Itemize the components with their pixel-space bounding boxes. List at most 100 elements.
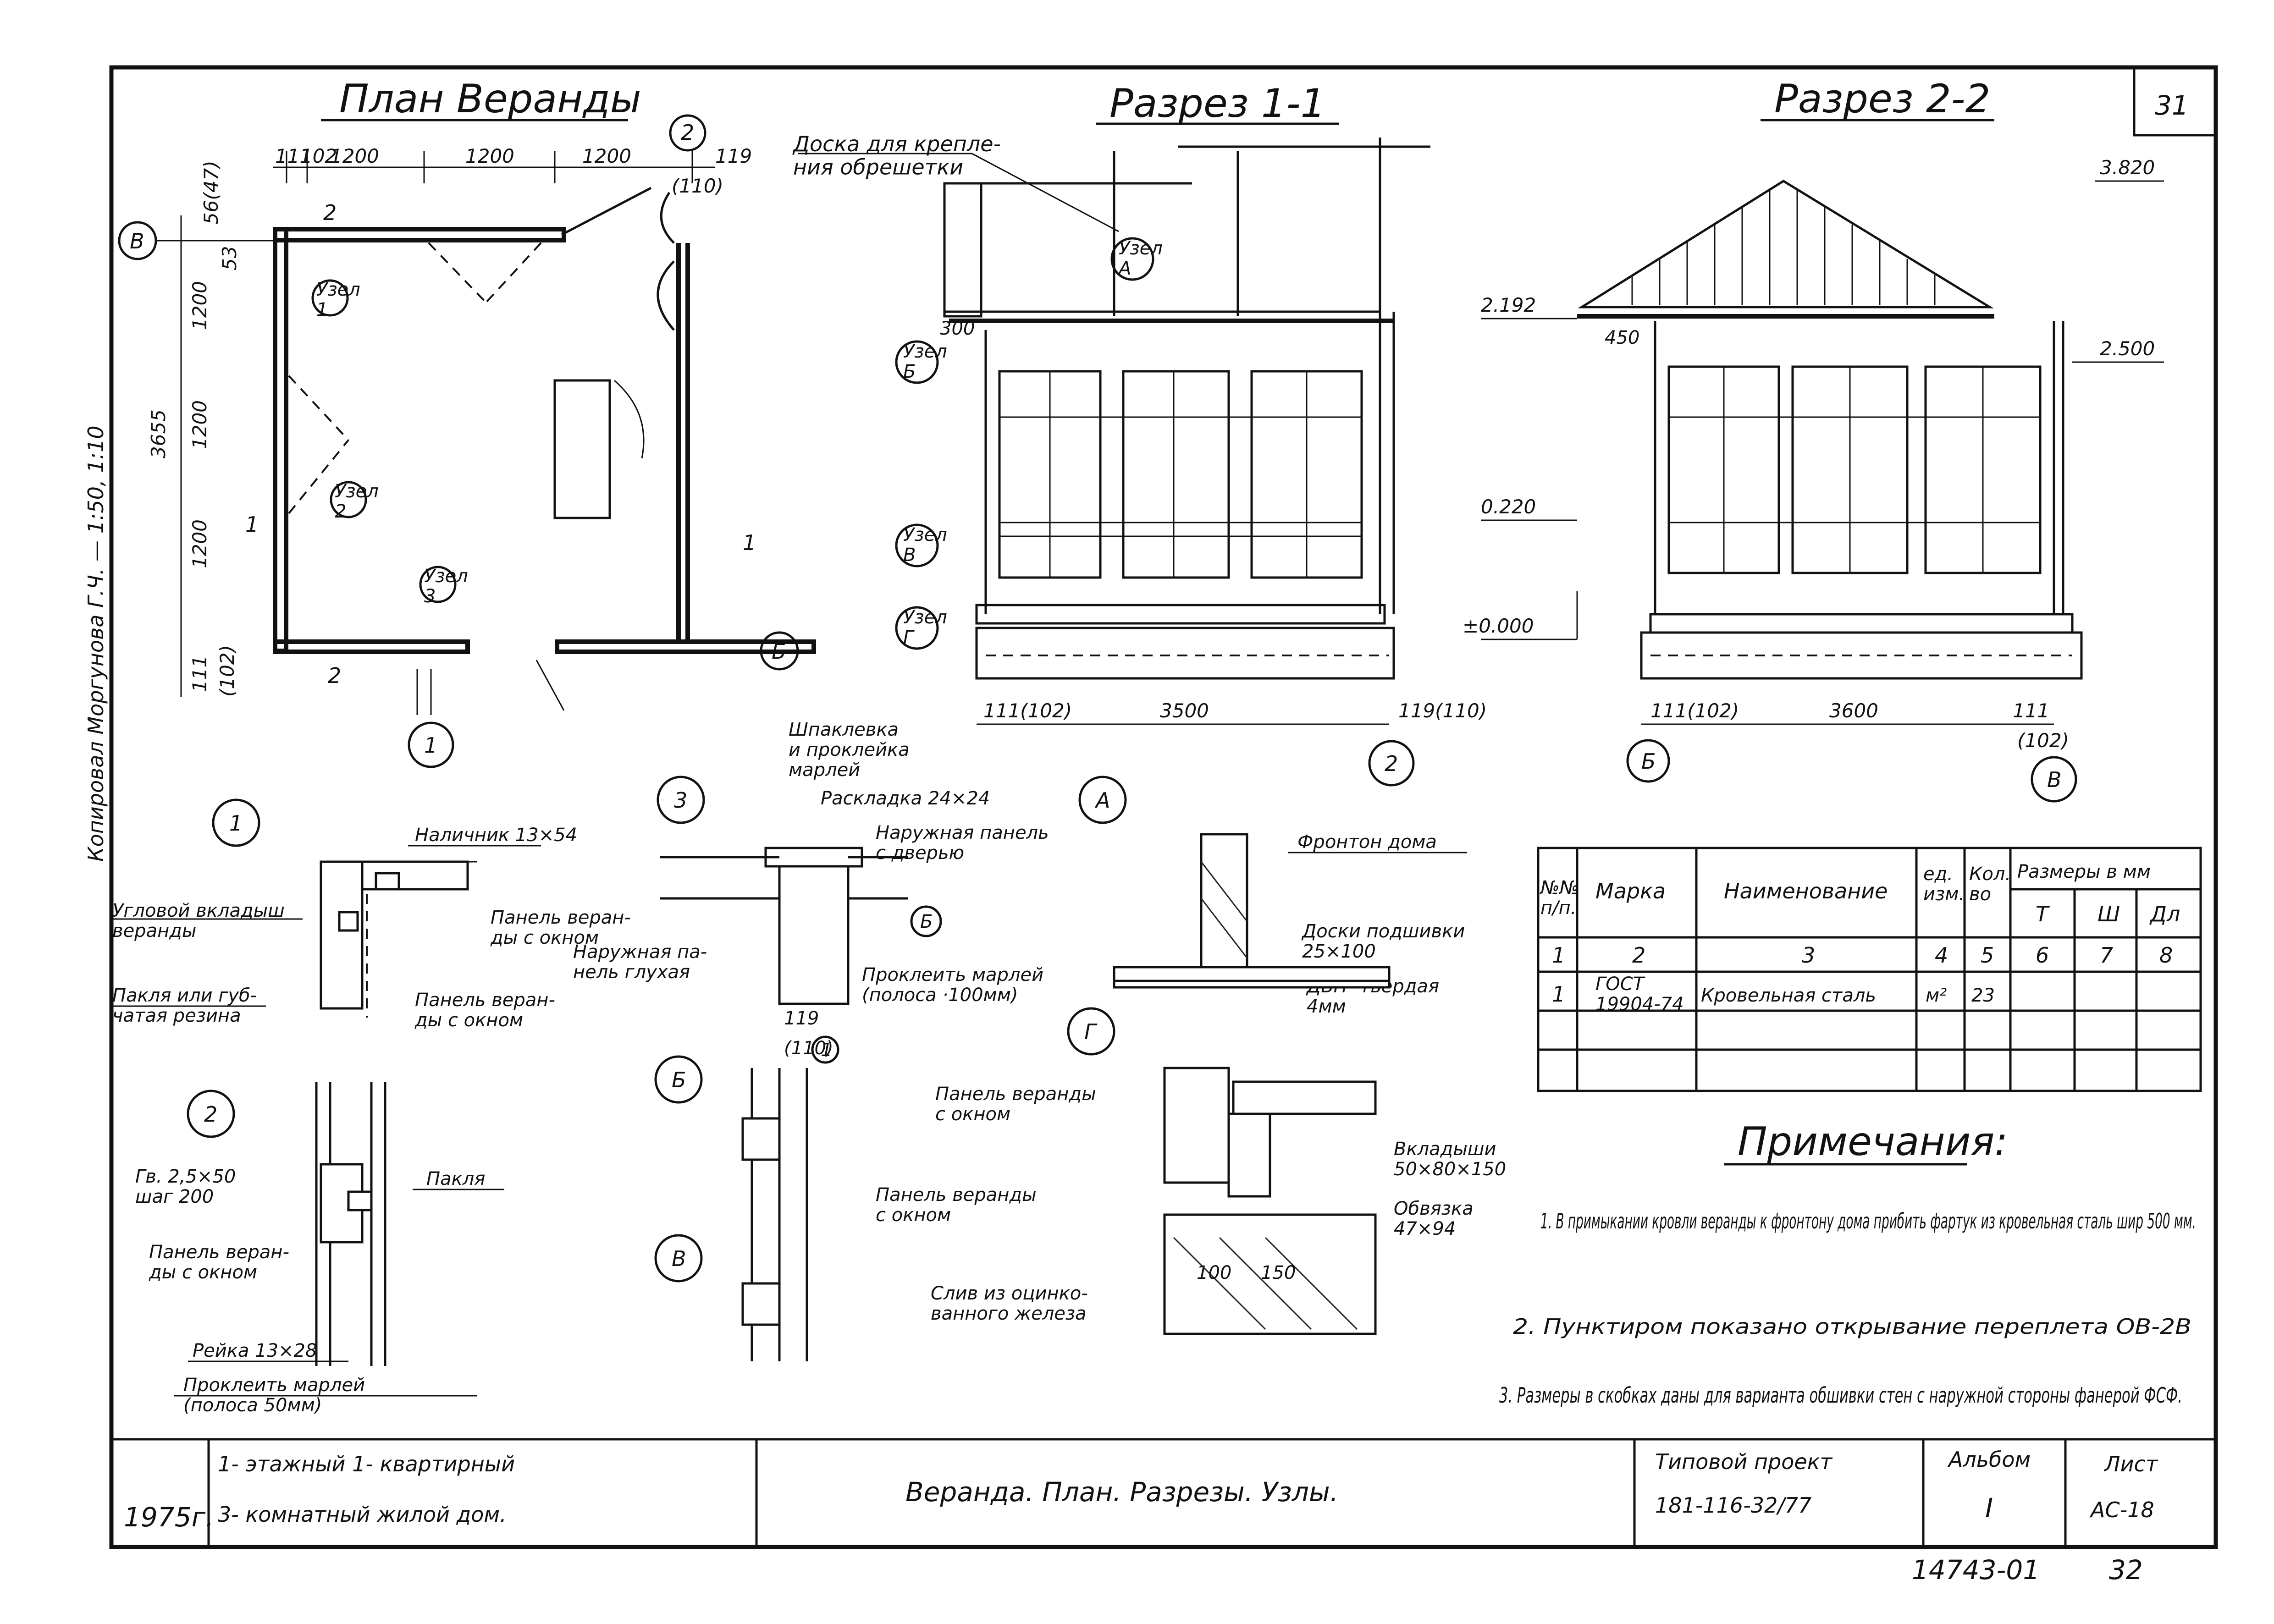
plan-sec-2-bottom: 2 <box>328 663 341 688</box>
node2-prokl: Проклеить марлей(полоса 50мм) <box>183 1375 365 1416</box>
sec22-h5: 0.220 <box>1481 495 1536 518</box>
section-2-2: Разрез 2-2 3.820 <box>1463 76 2164 803</box>
spec-row1-unit: м² <box>1926 985 1947 1006</box>
sec22-windows <box>1667 365 2042 574</box>
plan-title: План Веранды <box>339 76 641 122</box>
notes: Примечания: 1. В примыкании кровли веран… <box>1499 1119 2196 1408</box>
plan-dim-left-7: (102) <box>216 645 238 697</box>
tb-sheet-no: АС-18 <box>2089 1497 2154 1522</box>
spec-row1-n: 1 <box>1552 982 1565 1007</box>
node3-110: (110) <box>784 1038 833 1059</box>
node2-reika: Рейка 13×28 <box>193 1340 317 1361</box>
spec-n4: 4 <box>1935 943 1948 968</box>
sec11-dim1: 111(102) <box>983 699 1072 722</box>
plan-dim-top-1: 111 <box>275 145 312 167</box>
plan-sec-2-top: 2 <box>323 200 337 225</box>
spec-n8: 8 <box>2159 943 2173 968</box>
tb-desc1: 1- этажный 1- квартирный <box>218 1452 515 1476</box>
sec11-300: 300 <box>940 318 975 339</box>
section-1-1: Разрез 1-1 Доска для крепле-ния обрешетк… <box>792 81 1487 787</box>
plan-sec-1-left: 1 <box>245 512 259 537</box>
plan-dim-left-5: 1200 <box>188 519 211 568</box>
plan-axis-1: 1 <box>424 733 437 758</box>
spec-sub-w: Ш <box>2097 902 2120 926</box>
plan-sec-1-right: 1 <box>743 530 756 555</box>
node1-nalichnik: Наличник 13×54 <box>415 825 577 846</box>
tb-album-label: Альбом <box>1947 1447 2031 1472</box>
plan-dim-top-5: 1200 <box>582 145 631 167</box>
sec22-dim2: 3600 <box>1829 699 1878 722</box>
spec-sub-t: Т <box>2036 902 2050 926</box>
note-1: 1. В примыкании кровли веранды к фронтон… <box>1540 1209 2196 1233</box>
plan-dim-top-4: 1200 <box>465 145 514 167</box>
plan-dim-top-2: 102 <box>300 145 337 167</box>
sec22-dim3: 111 <box>2013 699 2049 722</box>
sec11-axis-2: 2 <box>1385 751 1398 776</box>
sec11-dim2: 3500 <box>1160 699 1209 722</box>
tb-project-no: 181-116-32/77 <box>1655 1493 1811 1518</box>
nodeG-100: 100 <box>1197 1262 1231 1283</box>
nodeV-num: В <box>672 1246 686 1271</box>
sec11-dim3: 119(110) <box>1398 699 1487 722</box>
plan-dim-top-3: 1200 <box>330 145 379 167</box>
plan-dim-left-6: 111 <box>188 655 211 692</box>
section11-title: Разрез 1-1 <box>1109 81 1325 127</box>
node1-paklya: Пакля или губ-чатая резина <box>112 985 257 1026</box>
sec22-h3: 2.500 <box>2100 337 2155 360</box>
spec-h-unit: ед.изм. <box>1923 864 1965 905</box>
node3-num: 3 <box>674 788 687 813</box>
note-2: 2. Пунктиром показано открывание перепле… <box>1513 1314 2191 1339</box>
spec-n5: 5 <box>1981 943 1994 968</box>
sec22-h4: 450 <box>1605 327 1639 348</box>
spec-h-qty: Кол.во <box>1969 864 2011 905</box>
tb-desc2: 3- комнатный жилой дом. <box>218 1502 507 1527</box>
tb-album-no: I <box>1985 1492 1993 1524</box>
nodeA-num: А <box>1094 788 1110 813</box>
nodeG-sliv: Слив из оцинко-ванного железа <box>931 1283 1088 1324</box>
nodeG-num: Г <box>1084 1019 1098 1044</box>
plan-dim-left-total: 3655 <box>147 409 170 458</box>
sec22-axis-V: В <box>2047 767 2062 792</box>
plan-dim-top-7: (110) <box>672 175 723 197</box>
tb-year: 1975г. <box>124 1502 214 1533</box>
spec-n3: 3 <box>1802 943 1815 968</box>
node2-num: 2 <box>204 1102 217 1127</box>
node3-119: 119 <box>784 1008 819 1029</box>
tb-project-label: Типовой проект <box>1655 1449 1832 1474</box>
plan-dim-left-1: 56(47) <box>200 160 222 225</box>
plan-dim-top-6: 119 <box>715 145 752 167</box>
title-block: 1975г. 1- этажный 1- квартирный 3- комна… <box>111 1438 2216 1547</box>
sheet-number-box <box>2133 66 2217 137</box>
plan-dim-left-4: 1200 <box>188 400 211 449</box>
nodeA-fronton: Фронтон дома <box>1297 831 1437 853</box>
plan-axis-V: В <box>130 229 144 253</box>
spec-h-dims: Размеры в мм <box>2017 861 2151 882</box>
plan-veranda: План Веранды 111 102 1200 1200 1200 119 … <box>118 76 816 768</box>
spec-n6: 6 <box>2036 943 2049 968</box>
tb-title: Веранда. План. Разрезы. Узлы. <box>905 1476 1338 1508</box>
spec-row1-qty: 23 <box>1971 985 1995 1006</box>
sec11-windows <box>998 370 1363 579</box>
sheet-number: 31 <box>2155 90 2189 121</box>
sec22-h2: 2.192 <box>1481 294 1536 316</box>
